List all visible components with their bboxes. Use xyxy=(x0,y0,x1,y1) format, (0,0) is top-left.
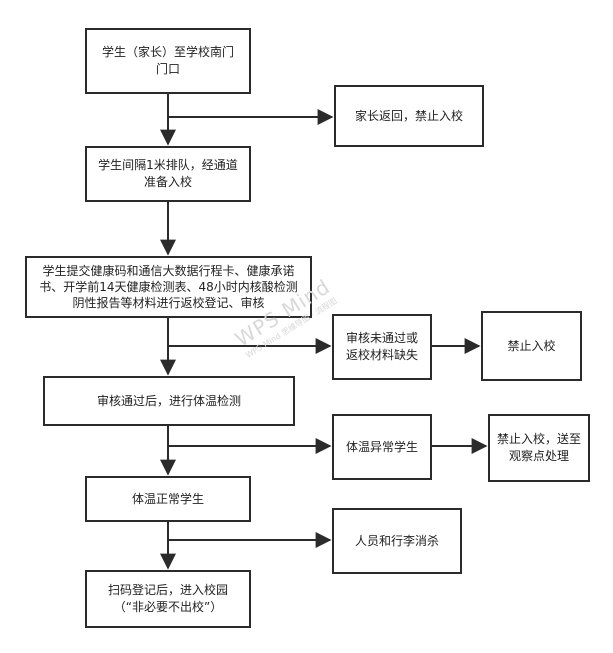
node-temp-check: 审核通过后，进行体温检测 xyxy=(43,376,295,426)
node-observe-label: 禁止入校，送至观察点处理 xyxy=(496,432,581,463)
node-temp-abnormal-label: 体温异常学生 xyxy=(345,439,418,454)
node-parent-return: 家长返回，禁止入校 xyxy=(334,85,484,147)
node-arrive: 学生（家长）至学校南门门口 xyxy=(85,28,251,94)
node-enter-label: 扫码登记后，进入校园（“非必要不出校”） xyxy=(107,583,228,614)
node-observe: 禁止入校，送至观察点处理 xyxy=(488,414,590,482)
node-queue: 学生间隔1米排队，经通道准备入校 xyxy=(85,146,251,202)
node-disinfect: 人员和行李消杀 xyxy=(332,508,462,574)
node-review-fail-label: 审核未通过或返校材料缺失 xyxy=(345,331,418,362)
node-deny-entry-label: 禁止入校 xyxy=(507,338,556,353)
node-disinfect-label: 人员和行李消杀 xyxy=(354,533,439,548)
node-parent-return-label: 家长返回，禁止入校 xyxy=(354,108,463,123)
node-temp-normal: 体温正常学生 xyxy=(85,476,251,522)
node-temp-check-label: 审核通过后，进行体温检测 xyxy=(96,393,241,408)
node-review-fail: 审核未通过或返校材料缺失 xyxy=(332,314,432,380)
node-temp-abnormal: 体温异常学生 xyxy=(332,414,432,480)
node-arrive-label: 学生（家长）至学校南门门口 xyxy=(101,45,234,76)
node-enter: 扫码登记后，进入校园（“非必要不出校”） xyxy=(85,570,251,628)
node-queue-label: 学生间隔1米排队，经通道准备入校 xyxy=(98,158,238,189)
node-submit: 学生提交健康码和通信大数据行程卡、健康承诺书、开学前14天健康检测表、48小时内… xyxy=(25,256,312,318)
node-deny-entry: 禁止入校 xyxy=(481,311,582,381)
node-submit-label: 学生提交健康码和通信大数据行程卡、健康承诺书、开学前14天健康检测表、48小时内… xyxy=(39,264,298,310)
node-temp-normal-label: 体温正常学生 xyxy=(131,491,204,506)
